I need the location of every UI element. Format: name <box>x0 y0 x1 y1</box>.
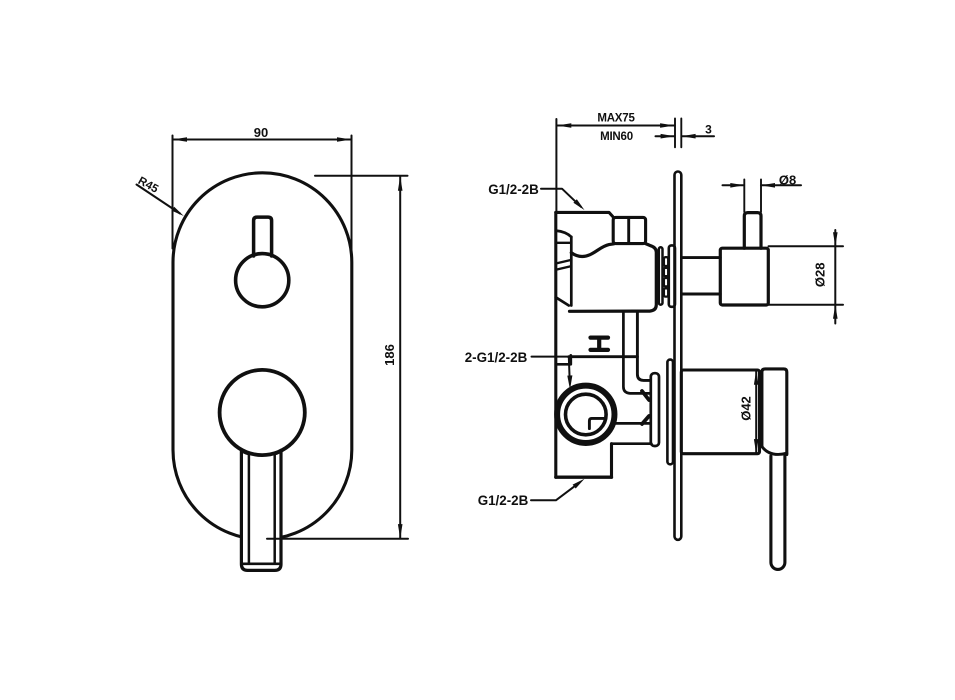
svg-text:2-G1/2-2B: 2-G1/2-2B <box>465 350 528 365</box>
svg-text:MIN60: MIN60 <box>600 131 633 143</box>
svg-text:G1/2-2B: G1/2-2B <box>488 182 539 197</box>
svg-text:Ø8: Ø8 <box>779 173 796 188</box>
svg-text:Ø42: Ø42 <box>739 396 754 421</box>
svg-text:186: 186 <box>382 344 397 366</box>
svg-text:MAX75: MAX75 <box>597 113 635 125</box>
svg-text:G1/2-2B: G1/2-2B <box>478 493 529 508</box>
svg-text:Ø28: Ø28 <box>813 263 828 288</box>
svg-text:90: 90 <box>254 125 268 140</box>
svg-text:3: 3 <box>705 123 712 137</box>
